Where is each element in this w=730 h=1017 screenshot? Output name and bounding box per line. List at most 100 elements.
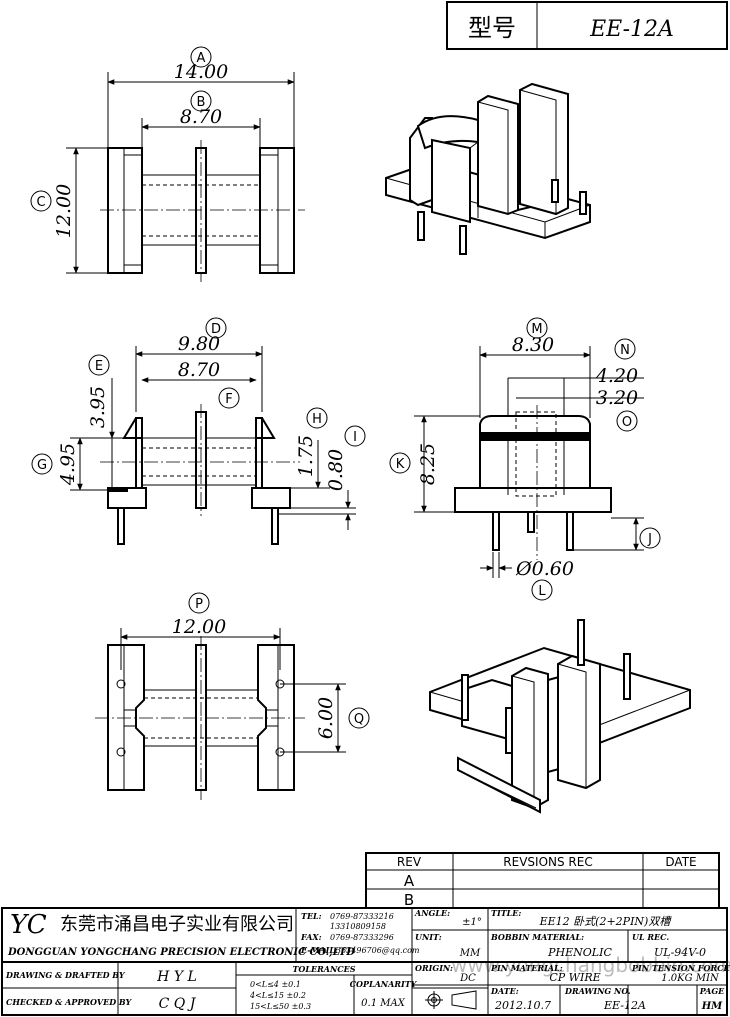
dim-H-balloon bbox=[306, 407, 328, 429]
ul-rec-label: UL REC. bbox=[632, 932, 669, 942]
tel-2: 13310809158 bbox=[330, 922, 386, 931]
origin-label: ORIGIN: bbox=[415, 963, 453, 973]
dim-O-balloon bbox=[616, 410, 638, 432]
checked-by-value: C Q J bbox=[159, 996, 197, 1012]
fax-value: 0769-87333296 bbox=[330, 933, 394, 942]
email-value: 363496706@qq.com bbox=[336, 946, 420, 955]
dim-H-letter: H bbox=[312, 412, 322, 427]
bobbin-material-value: PHENOLIC bbox=[547, 946, 612, 959]
dim-N-balloon bbox=[614, 338, 636, 360]
title-block: YC 东莞市涌昌电子实业有限公司 DONGGUAN YONGCHANG PREC… bbox=[1, 907, 730, 1016]
page-label: PAGE bbox=[699, 986, 725, 996]
drawn-by-value: H Y L bbox=[156, 969, 197, 985]
dim-N-letter: N bbox=[620, 343, 630, 358]
pin-tension-label: PIN TENSION FORCE bbox=[631, 963, 730, 973]
angle-value: ±1° bbox=[462, 917, 482, 928]
dim-G-letter: G bbox=[37, 458, 47, 473]
dim-H-value: 1.75 bbox=[295, 435, 317, 477]
dim-K-balloon bbox=[389, 452, 411, 474]
drawing-no-label: DRAWING NO. bbox=[564, 986, 631, 996]
dim-D-balloon bbox=[205, 317, 227, 339]
date-header: DATE bbox=[665, 855, 696, 869]
model-value: EE-12A bbox=[589, 17, 674, 42]
dim-E-letter: E bbox=[95, 359, 103, 374]
company-name-en: DONGGUAN YONGCHANG PRECISION ELECTRONIC … bbox=[7, 947, 355, 958]
dim-L-balloon bbox=[531, 579, 553, 601]
tel-label: TEL: bbox=[301, 911, 322, 921]
projection-symbol-icon bbox=[425, 990, 477, 1010]
tolerances-label: TOLERANCES bbox=[292, 964, 355, 974]
dim-M-value: 8.30 bbox=[512, 334, 554, 356]
watermark: www.yongchangbobbin.com bbox=[451, 953, 730, 977]
pin-tension-value: 1.0KG MIN bbox=[661, 973, 720, 984]
pin-material-value: CP WIRE bbox=[549, 971, 600, 984]
checked-by-label: CHECKED & APPROVED BY bbox=[6, 997, 133, 1007]
dim-B-letter: B bbox=[197, 95, 206, 110]
dim-Q-value: 6.00 bbox=[315, 697, 337, 739]
tel-1: 0769-87333216 bbox=[330, 912, 394, 921]
dim-I-letter: I bbox=[353, 430, 357, 445]
fax-label: FAX: bbox=[300, 932, 322, 942]
dim-L-letter: L bbox=[538, 584, 546, 599]
rev-row-b: B bbox=[404, 891, 414, 909]
dim-P-value: 12.00 bbox=[172, 616, 226, 638]
dim-O-letter: O bbox=[622, 415, 632, 430]
dim-A-balloon bbox=[190, 46, 212, 68]
rev-header: REV bbox=[397, 855, 422, 869]
dim-C-value: 12.00 bbox=[53, 184, 75, 238]
dim-C-letter: C bbox=[36, 195, 45, 210]
company-logo: YC bbox=[10, 910, 47, 940]
date-value: 2012.10.7 bbox=[494, 999, 551, 1012]
angle-label: ANGLE: bbox=[414, 908, 450, 918]
drawn-by-label: DRAWING & DRAFTED BY bbox=[5, 970, 126, 980]
dim-C-balloon bbox=[30, 190, 52, 212]
pin-material-label: PIN MATERIAL: bbox=[490, 963, 563, 973]
dim-F-balloon bbox=[218, 387, 240, 409]
revision-table: REV REVSIONS REC DATE A B bbox=[365, 852, 720, 909]
dim-J-balloon bbox=[639, 527, 661, 549]
dim-M-balloon bbox=[526, 317, 548, 339]
ul-rec-value: UL-94V-0 bbox=[654, 946, 706, 959]
isometric-view-bottom bbox=[429, 619, 691, 814]
unit-value: MM bbox=[459, 948, 481, 959]
tolerance-2: 4<L≤15 ±0.2 bbox=[249, 991, 306, 1000]
dim-A-value: 14.00 bbox=[174, 61, 228, 83]
model-header: 型号 EE-12A bbox=[446, 1, 728, 50]
dim-D-value: 9.80 bbox=[178, 333, 220, 355]
coplanarity-value: 0.1 MAX bbox=[361, 998, 406, 1009]
dim-D-letter: D bbox=[211, 322, 221, 337]
dim-G-balloon bbox=[31, 453, 53, 475]
email-label: E-MAIL: bbox=[300, 945, 338, 955]
unit-label: UNIT: bbox=[415, 932, 442, 942]
side-view: D 9.80 F 8.70 E 3.95 G 4.95 bbox=[31, 317, 366, 545]
dim-A-letter: A bbox=[197, 51, 206, 66]
dim-K-value: 8.25 bbox=[417, 443, 439, 485]
title-value: EE12 卧式(2+2PIN)双槽 bbox=[539, 915, 673, 928]
bottom-view: P 12.00 Q 6.00 bbox=[95, 592, 370, 800]
dim-B-balloon bbox=[190, 90, 212, 112]
dim-F-letter: F bbox=[225, 392, 232, 407]
company-name-cn: 东莞市涌昌电子实业有限公司 bbox=[60, 914, 294, 935]
origin-value: DC bbox=[459, 973, 476, 984]
dim-P-letter: P bbox=[195, 597, 203, 612]
records-header: REVSIONS REC bbox=[503, 855, 592, 869]
rev-row-a: A bbox=[404, 872, 415, 890]
top-view: A 14.00 B 8.70 C 12.00 bbox=[30, 46, 305, 282]
model-label: 型号 bbox=[468, 14, 516, 42]
drawing-no-value: EE-12A bbox=[603, 999, 646, 1012]
dim-E-balloon bbox=[88, 354, 110, 376]
dim-I-value: 0.80 bbox=[325, 449, 347, 491]
dim-Q-balloon bbox=[348, 707, 370, 729]
dim-B-value: 8.70 bbox=[180, 106, 222, 128]
isometric-view-top bbox=[385, 82, 591, 255]
tolerance-3: 15<L≤50 ±0.3 bbox=[250, 1002, 311, 1011]
page-value: HM bbox=[701, 1001, 723, 1012]
bobbin-material-label: BOBBIN MATERIAL: bbox=[490, 932, 584, 942]
tolerance-1: 0<L≤4 ±0.1 bbox=[250, 980, 301, 989]
dim-E-value: 3.95 bbox=[87, 386, 109, 428]
dim-F-value: 8.70 bbox=[178, 359, 220, 381]
dim-M-letter: M bbox=[531, 322, 542, 337]
dim-J-letter: J bbox=[647, 532, 652, 547]
dim-O-value: 3.20 bbox=[596, 387, 638, 409]
